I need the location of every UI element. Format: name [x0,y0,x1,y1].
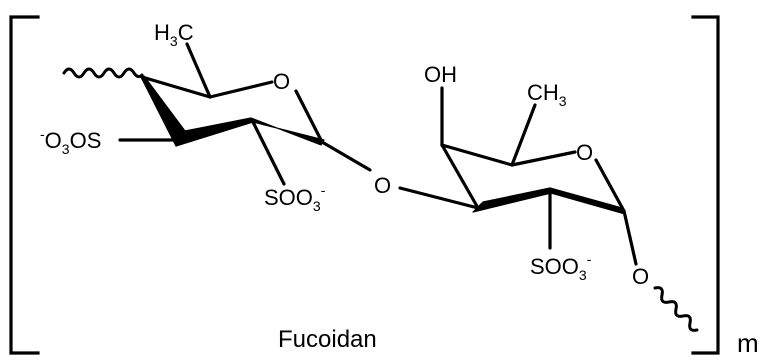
bond-o-c1-right [594,158,626,213]
wedge-c2-c1 [250,117,325,146]
ring-oxygen-right: O [576,140,593,165]
wedge-c3-c2-right [472,187,552,213]
bond-c1-glyco-o [320,140,372,172]
bond-c5-o-right [510,150,577,167]
bond-c4-c5 [140,75,212,99]
bond-o-c1 [294,89,324,144]
wedge-c2-c1-right [549,187,626,215]
left-wavy-bond [62,67,144,79]
sulfate-left-label: -O3OS [40,126,101,157]
glycosidic-oxygen: O [374,173,391,198]
methyl-right-label: CH3 [527,80,567,109]
right-fucose-ring [398,86,699,332]
wedge-c3-c2 [175,117,254,147]
compound-name: Fucoidan [278,326,377,353]
ring-oxygen-left: O [273,69,290,94]
bond-c4-c5-right [440,143,514,167]
methyl-left-label: H3C [154,20,194,49]
sulfate-right-label: SOO3- [530,251,592,283]
right-wavy-bond [653,286,699,332]
left-bracket [9,15,40,355]
bond-glyco-o-c3 [398,186,480,210]
bond-c5-methyl [185,42,212,99]
bond-c2-sulfate [250,118,286,186]
repeat-unit-label: m [737,328,759,358]
bond-c3-c4 [440,143,480,210]
bond-c1-anomeric-o [622,209,638,266]
sulfate-mid-label: SOO3- [264,182,326,214]
left-fucose-ring [62,42,372,186]
right-bracket [691,15,720,355]
hydroxyl-label: OH [424,62,457,87]
bond-c5-methyl-right [510,103,537,167]
anomeric-oxygen: O [632,264,649,289]
bond-c5-o [208,80,274,99]
